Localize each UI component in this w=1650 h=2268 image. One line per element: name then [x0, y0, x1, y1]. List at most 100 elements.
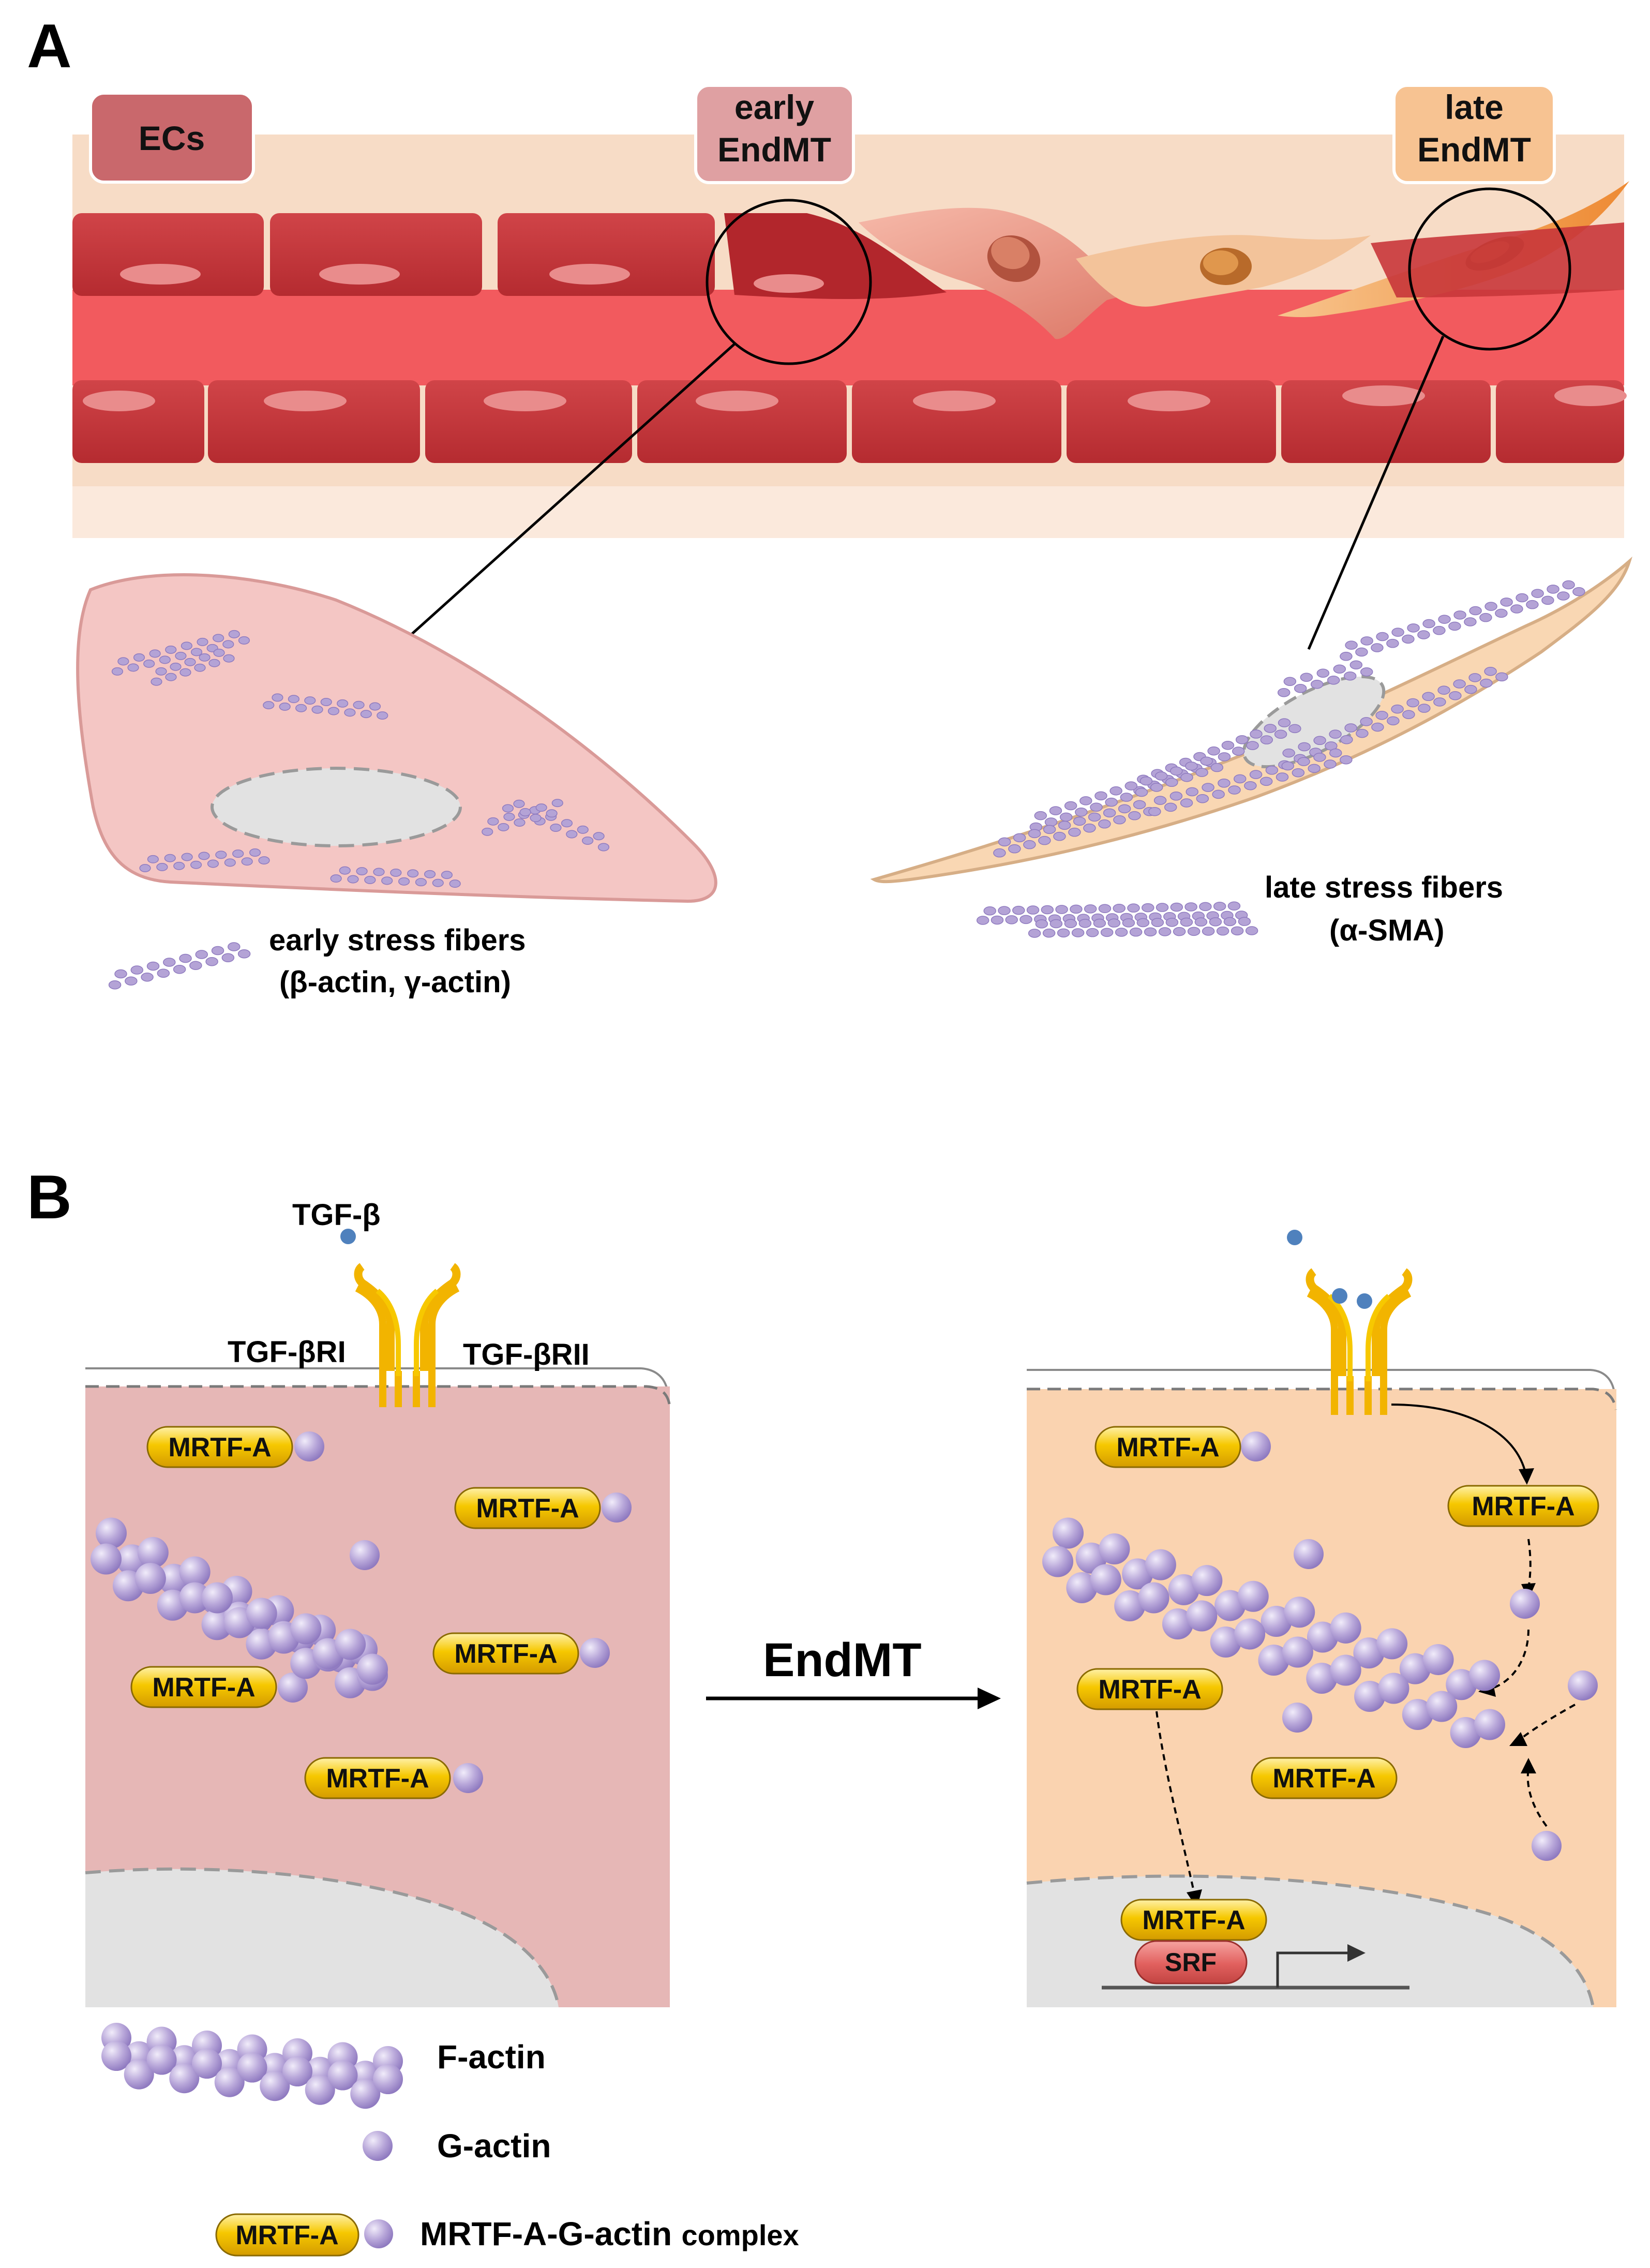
actin-bead: [130, 965, 144, 975]
actin-bead: [1120, 793, 1133, 802]
actin-bead: [197, 637, 208, 646]
actin-bead: [1438, 615, 1451, 624]
actin-bead: [1135, 787, 1148, 797]
actin-bead: [566, 830, 578, 839]
actin-bead: [1437, 685, 1450, 695]
mrtf-a-label: MRTF-A: [1098, 1675, 1201, 1705]
actin-bead: [238, 636, 250, 645]
actin-bead: [1402, 710, 1415, 719]
cell-nucleus: [696, 391, 778, 411]
g-actin-monomer: [1422, 1644, 1454, 1675]
actin-bead: [1246, 741, 1259, 750]
g-actin-monomer: [1186, 1600, 1218, 1632]
actin-bead: [330, 874, 342, 883]
actin-bead: [998, 837, 1011, 847]
g-actin-monomer: [294, 1431, 324, 1461]
actin-bead: [369, 702, 381, 711]
actin-bead: [1195, 768, 1208, 777]
g-actin-monomer: [1090, 1564, 1121, 1595]
mrtf-a-complex: MRTF-A: [1094, 1426, 1241, 1468]
actin-bead: [1170, 766, 1183, 776]
actin-bead: [364, 875, 376, 884]
g-actin-monomer: [1510, 1589, 1540, 1619]
mrtf-a-nuclear: MRTF-A: [1120, 1899, 1267, 1941]
actin-bead: [117, 657, 129, 666]
actin-bead: [1329, 729, 1342, 739]
actin-bead: [1013, 833, 1026, 843]
actin-bead: [1283, 677, 1297, 687]
actin-bead: [1053, 831, 1066, 841]
actin-bead: [1151, 918, 1164, 927]
actin-bead: [1109, 786, 1122, 796]
actin-bead: [1012, 905, 1025, 915]
g-actin-monomer: [134, 1563, 166, 1594]
ecs-tag: ECs: [89, 92, 255, 184]
transcription-start-arrow: [1276, 1951, 1355, 1988]
g-actin-monomer: [260, 2071, 290, 2101]
panel-a-letter: A: [27, 11, 72, 81]
actin-bead: [441, 871, 453, 879]
actin-bead: [1274, 729, 1287, 739]
actin-bead: [1100, 928, 1114, 937]
actin-bead: [998, 906, 1011, 915]
actin-bead: [1209, 917, 1222, 927]
actin-bead: [133, 653, 145, 662]
actin-bead: [1186, 787, 1198, 797]
actin-bead: [224, 858, 236, 867]
actin-bead: [1122, 918, 1135, 928]
mrtf-a-label: MRTF-A: [1116, 1433, 1219, 1463]
actin-bead: [1391, 704, 1404, 714]
actin-bead: [215, 850, 227, 859]
cell-nucleus: [264, 391, 347, 411]
actin-bead: [577, 825, 589, 834]
actin-bead: [1170, 902, 1183, 912]
actin-bead: [1572, 587, 1585, 596]
actin-bead: [1250, 729, 1263, 739]
actin-bead: [1495, 672, 1508, 682]
actin-bead: [1139, 776, 1153, 786]
inner-membrane-right: [1027, 1387, 1617, 1410]
cell-nucleus: [120, 264, 201, 285]
mrtf-a-label: MRTF-A: [168, 1433, 271, 1463]
actin-bead: [1165, 778, 1178, 787]
actin-bead: [1153, 796, 1167, 805]
g-actin-monomer: [305, 2075, 335, 2105]
actin-bead: [1216, 926, 1229, 936]
actin-bead: [1156, 903, 1169, 912]
g-actin-monomer: [1450, 1717, 1481, 1748]
actin-bead: [373, 868, 385, 876]
actin-bead: [1526, 600, 1539, 609]
actin-bead: [221, 953, 235, 963]
actin-bead: [1480, 678, 1493, 688]
actin-bead: [232, 849, 244, 858]
actin-bead: [1345, 640, 1358, 650]
cell-nucleus: [319, 264, 400, 285]
actin-bead: [1118, 804, 1131, 814]
stress-fiber: [1340, 580, 1585, 661]
actin-bead: [1064, 919, 1077, 928]
actin-bead: [1300, 673, 1313, 682]
actin-bead: [1158, 927, 1172, 936]
actin-bead: [1464, 617, 1477, 626]
actin-bead: [1288, 724, 1301, 734]
g-actin-monomer: [179, 1582, 211, 1614]
g-actin-monomer: [1241, 1431, 1271, 1461]
legend-mrtf-complex-icon: MRTF-A: [215, 2213, 359, 2257]
actin-bead: [304, 696, 316, 705]
actin-bead: [991, 915, 1004, 925]
actin-bead: [159, 655, 171, 664]
legend-g-actin-icon: [363, 2131, 393, 2161]
actin-bead: [190, 648, 203, 656]
late-fibers-label-line2: (α-SMA): [1329, 914, 1444, 947]
actin-bead: [198, 852, 210, 860]
actin-bead: [1044, 817, 1058, 827]
cell-nucleus: [83, 391, 155, 411]
actin-bead: [1360, 636, 1373, 646]
actin-bead: [194, 663, 206, 672]
actin-bead: [1277, 688, 1291, 697]
actin-bead: [1124, 781, 1138, 790]
f-actin-filament: [1042, 1546, 1505, 1748]
g-actin-monomer: [327, 2060, 358, 2091]
mrtf-a-free: MRTF-A: [1251, 1757, 1398, 1799]
actin-bead: [1316, 668, 1330, 678]
